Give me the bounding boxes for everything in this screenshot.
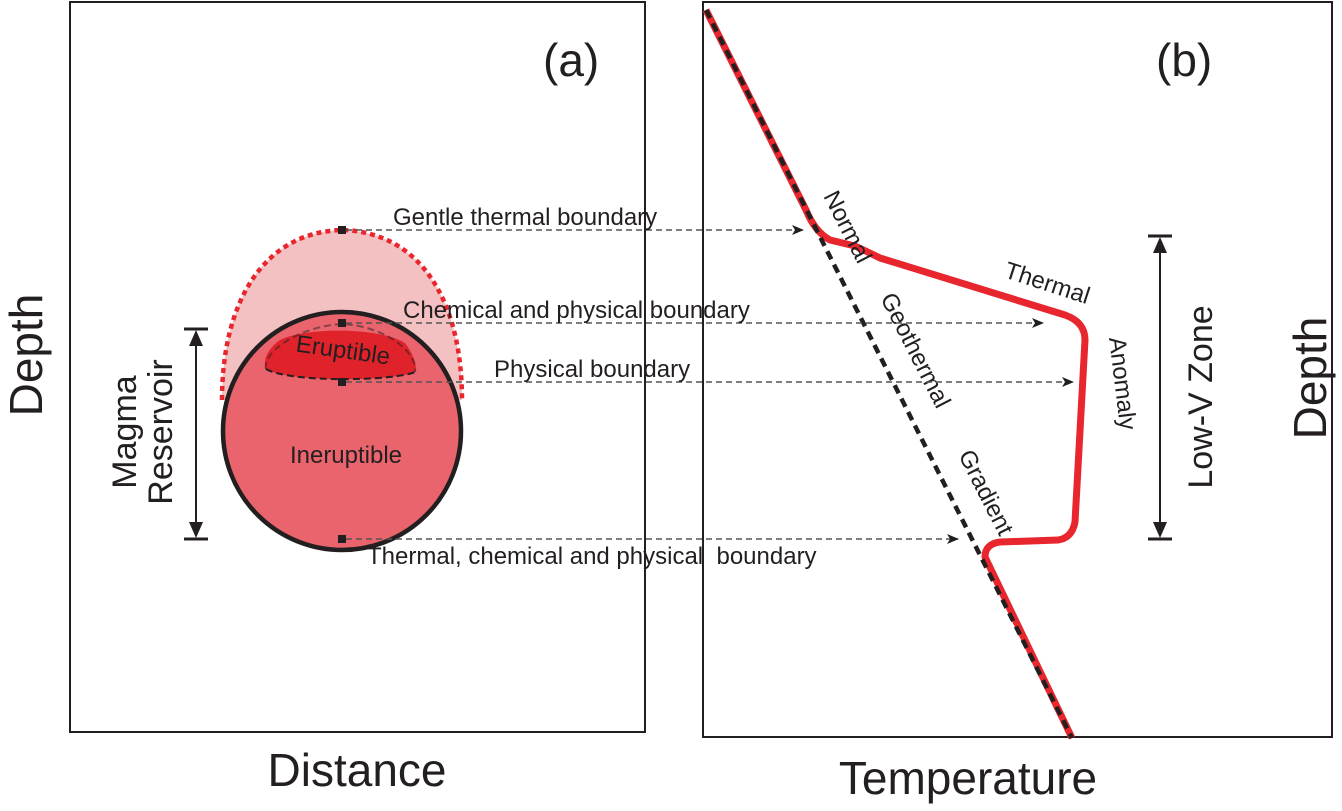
panel-a-y-axis-label: Depth <box>0 294 52 417</box>
gentle-thermal-halo-outline <box>219 227 465 401</box>
thermal-anomaly-curve <box>702 8 1089 740</box>
normal-gradient-word-3: Gradient <box>953 445 1019 540</box>
chemical-physical-boundary-label: Chemical and physical boundary <box>403 297 750 324</box>
eruptible-zone <box>264 330 416 380</box>
thermal-chemical-physical-boundary-label: Thermal, chemical and physical boundary <box>367 543 817 570</box>
ineruptible-label: Ineruptible <box>290 442 402 469</box>
marker-gentle-thermal <box>338 226 346 234</box>
panel-a-x-axis-label: Distance <box>268 744 447 796</box>
panel-b-x-axis-label: Temperature <box>839 752 1097 804</box>
eruptible-zone-upper-boundary <box>264 322 417 373</box>
panel-b-frame <box>702 1 1333 738</box>
magma-reservoir-dimension <box>184 327 208 541</box>
panel-b-tag: (b) <box>1156 34 1212 86</box>
normal-gradient-word-2: Geothermal <box>875 288 956 412</box>
magma-reservoir-label-line2: Reservoir <box>142 359 180 504</box>
panel-a-tag: (a) <box>543 34 599 86</box>
panel-b-y-axis-label: Depth <box>1284 317 1336 440</box>
marker-chemical-physical <box>338 319 346 327</box>
thermal-anomaly-word-2: Anomaly <box>1103 335 1141 431</box>
normal-geothermal-gradient-line <box>703 8 1075 740</box>
physical-boundary-label: Physical boundary <box>494 356 690 383</box>
gentle-thermal-boundary-label: Gentle thermal boundary <box>393 204 657 231</box>
low-v-zone-label: Low-V Zone <box>1182 305 1220 488</box>
panel-a-frame <box>69 1 646 733</box>
low-v-zone-dimension <box>1148 234 1172 541</box>
marker-physical <box>338 378 346 386</box>
magma-reservoir-label-line1: Magma <box>106 375 144 488</box>
normal-gradient-word-1: Normal <box>818 186 877 267</box>
marker-thermal-chemical-physical <box>338 535 346 543</box>
